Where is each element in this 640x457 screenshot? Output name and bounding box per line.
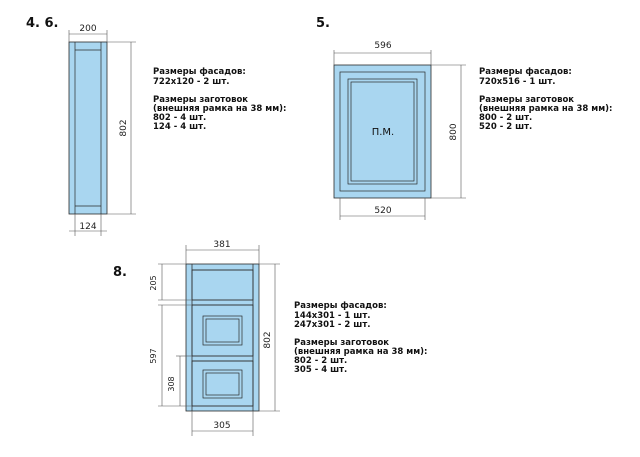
- item-8-dim-top: 381: [213, 240, 230, 250]
- item-8-dim-left-top: 205: [149, 275, 158, 290]
- item-8-note-2: 247x301 - 2 шт.: [294, 320, 370, 330]
- item-4-dim-bottom: 124: [79, 222, 96, 232]
- item-5-dim-right: 800: [449, 123, 459, 140]
- item-5-drawing: 5. П.М. 596 800 520 Размеры фасадов: 720…: [316, 16, 612, 220]
- item-5-frame: [339, 71, 426, 192]
- item-8-note-4: Размеры заготовок: [294, 338, 389, 348]
- item-5-note-1: 720x516 - 1 шт.: [479, 77, 555, 87]
- item-8-note-7: 305 - 4 шт.: [294, 365, 347, 375]
- item-4-drawing: 4. 6. 200 802 124 Размеры фасадов: 722x1…: [26, 16, 286, 236]
- item-5-note-6: 520 - 2 шт.: [479, 122, 532, 132]
- item-4-note-5: 802 - 4 шт.: [153, 113, 206, 123]
- item-5-dim-top: 596: [374, 41, 391, 51]
- item-4-note-0: Размеры фасадов:: [153, 67, 246, 77]
- item-4-header: 4. 6.: [26, 16, 59, 31]
- item-8-middle-panel: [202, 315, 243, 346]
- item-5-note-4: (внешняя рамка на 38 мм):: [479, 104, 612, 114]
- item-8-header: 8.: [113, 265, 127, 280]
- item-5-note-3: Размеры заготовок: [479, 95, 574, 105]
- item-4-dim-right: 802: [119, 119, 129, 136]
- item-8-note-0: Размеры фасадов:: [294, 301, 387, 311]
- item-4-note-6: 124 - 4 шт.: [153, 122, 206, 132]
- item-8-bottom-panel: [202, 369, 243, 399]
- item-8-dim-left-inner: 308: [167, 376, 176, 391]
- item-8-cabinet: [185, 263, 260, 412]
- item-8-note-6: 802 - 2 шт.: [294, 356, 347, 366]
- item-5-header: 5.: [316, 16, 330, 31]
- item-4-dim-top: 200: [79, 24, 96, 34]
- item-5-panel-label: П.М.: [372, 127, 395, 138]
- item-8-dim-right: 802: [263, 331, 273, 348]
- item-5-inner-panel: [347, 78, 418, 185]
- item-4-note-1: 722x120 - 2 шт.: [153, 77, 229, 87]
- item-5-note-5: 800 - 2 шт.: [479, 113, 532, 123]
- item-5-dim-bottom: 520: [374, 206, 391, 216]
- item-5-note-0: Размеры фасадов:: [479, 67, 572, 77]
- item-8-drawing: 8. 381 205 597: [113, 240, 427, 436]
- item-4-note-4: (внешняя рамка на 38 мм):: [153, 104, 286, 114]
- item-5-door: [333, 64, 432, 199]
- item-8-dim-bottom: 305: [213, 421, 230, 431]
- item-8-note-1: 144x301 - 1 шт.: [294, 311, 370, 321]
- item-8-dim-left-main: 597: [149, 348, 158, 363]
- item-8-note-5: (внешняя рамка на 38 мм):: [294, 347, 427, 357]
- item-4-note-3: Размеры заготовок: [153, 95, 248, 105]
